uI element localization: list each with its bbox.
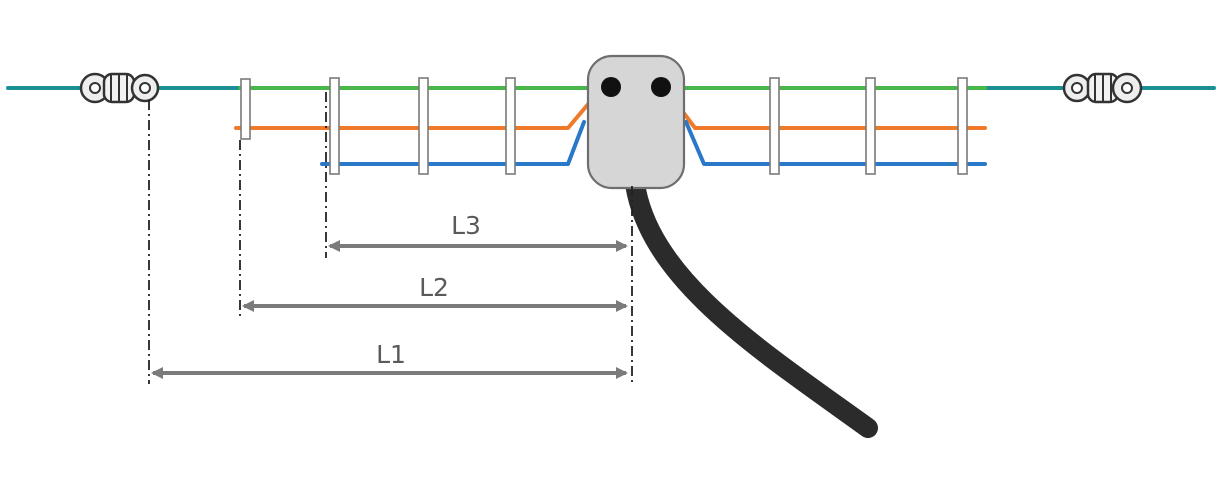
dimension-arrows: [151, 240, 628, 379]
splice-box-port-left: [601, 77, 621, 97]
spacer-clip: [769, 77, 780, 175]
spacer-clip: [865, 77, 876, 175]
dead-end-grip-right-icon: [1062, 72, 1143, 104]
spacer-clip: [505, 77, 516, 175]
spacer-clip: [957, 77, 968, 175]
dead-end-grip-left-icon: [79, 72, 160, 104]
splice-box-port-right: [651, 77, 671, 97]
conductor-middle-left: [234, 88, 602, 130]
conductor-bottom-right: [684, 120, 987, 166]
splice-box: [586, 54, 686, 190]
spacer-clip: [240, 78, 251, 140]
dimension-label-l2: L2: [419, 273, 449, 302]
drop-cable: [625, 174, 878, 438]
spacer-clip: [418, 77, 429, 175]
dimension-label-l3: L3: [451, 211, 481, 240]
spacer-clips: [240, 77, 968, 175]
extension-lines: [148, 92, 633, 384]
conductor-middle-right: [663, 86, 987, 130]
dimension-label-l1: L1: [376, 340, 406, 369]
conductor-bottom-left: [320, 120, 586, 166]
spacer-clip: [329, 77, 340, 175]
